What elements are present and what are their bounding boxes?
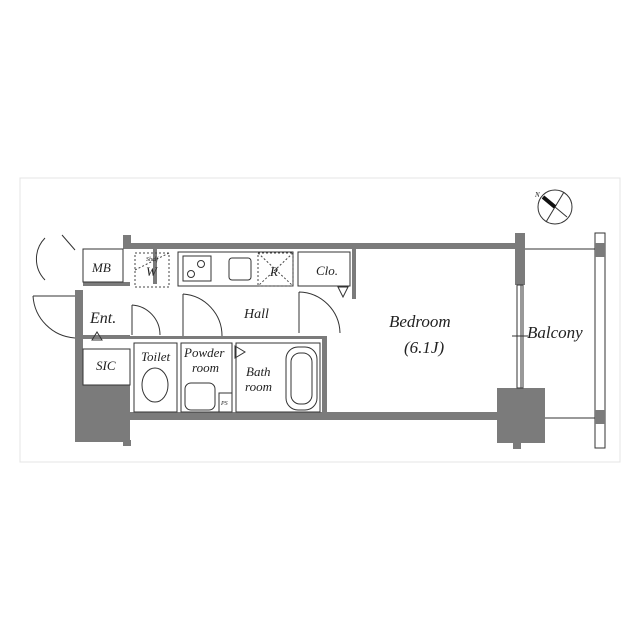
label-bath-room-2: room <box>245 379 272 394</box>
compass: N <box>534 189 573 225</box>
compass-north-label: N <box>534 191 540 199</box>
label-bedroom: Bedroom <box>389 312 451 331</box>
label-powder-room-2: room <box>192 360 219 375</box>
label-balcony: Balcony <box>527 323 583 342</box>
label-bath-room-1: Bath <box>246 364 271 379</box>
label-bedroom-size: (6.1J) <box>404 338 444 357</box>
label-shelf: Shelf <box>146 256 159 263</box>
fixtures <box>32 234 351 413</box>
room-labels: MB W Shelf R Clo. Ent. Hall SIC Toilet P… <box>89 256 583 407</box>
plan-frame <box>19 177 621 463</box>
label-ps: PS <box>220 401 228 407</box>
label-closet: Clo. <box>316 263 338 278</box>
label-washer: W <box>146 264 158 279</box>
label-toilet: Toilet <box>141 349 171 364</box>
label-refrigerator: R <box>269 264 278 279</box>
compass-icon <box>537 189 573 225</box>
label-powder-room-1: Powder <box>183 345 225 360</box>
label-mb: MB <box>91 260 111 275</box>
window-balcony <box>512 232 606 449</box>
label-hall: Hall <box>243 307 269 322</box>
walls <box>75 233 545 449</box>
label-sic: SIC <box>96 358 116 373</box>
label-entrance: Ent. <box>89 310 116 327</box>
